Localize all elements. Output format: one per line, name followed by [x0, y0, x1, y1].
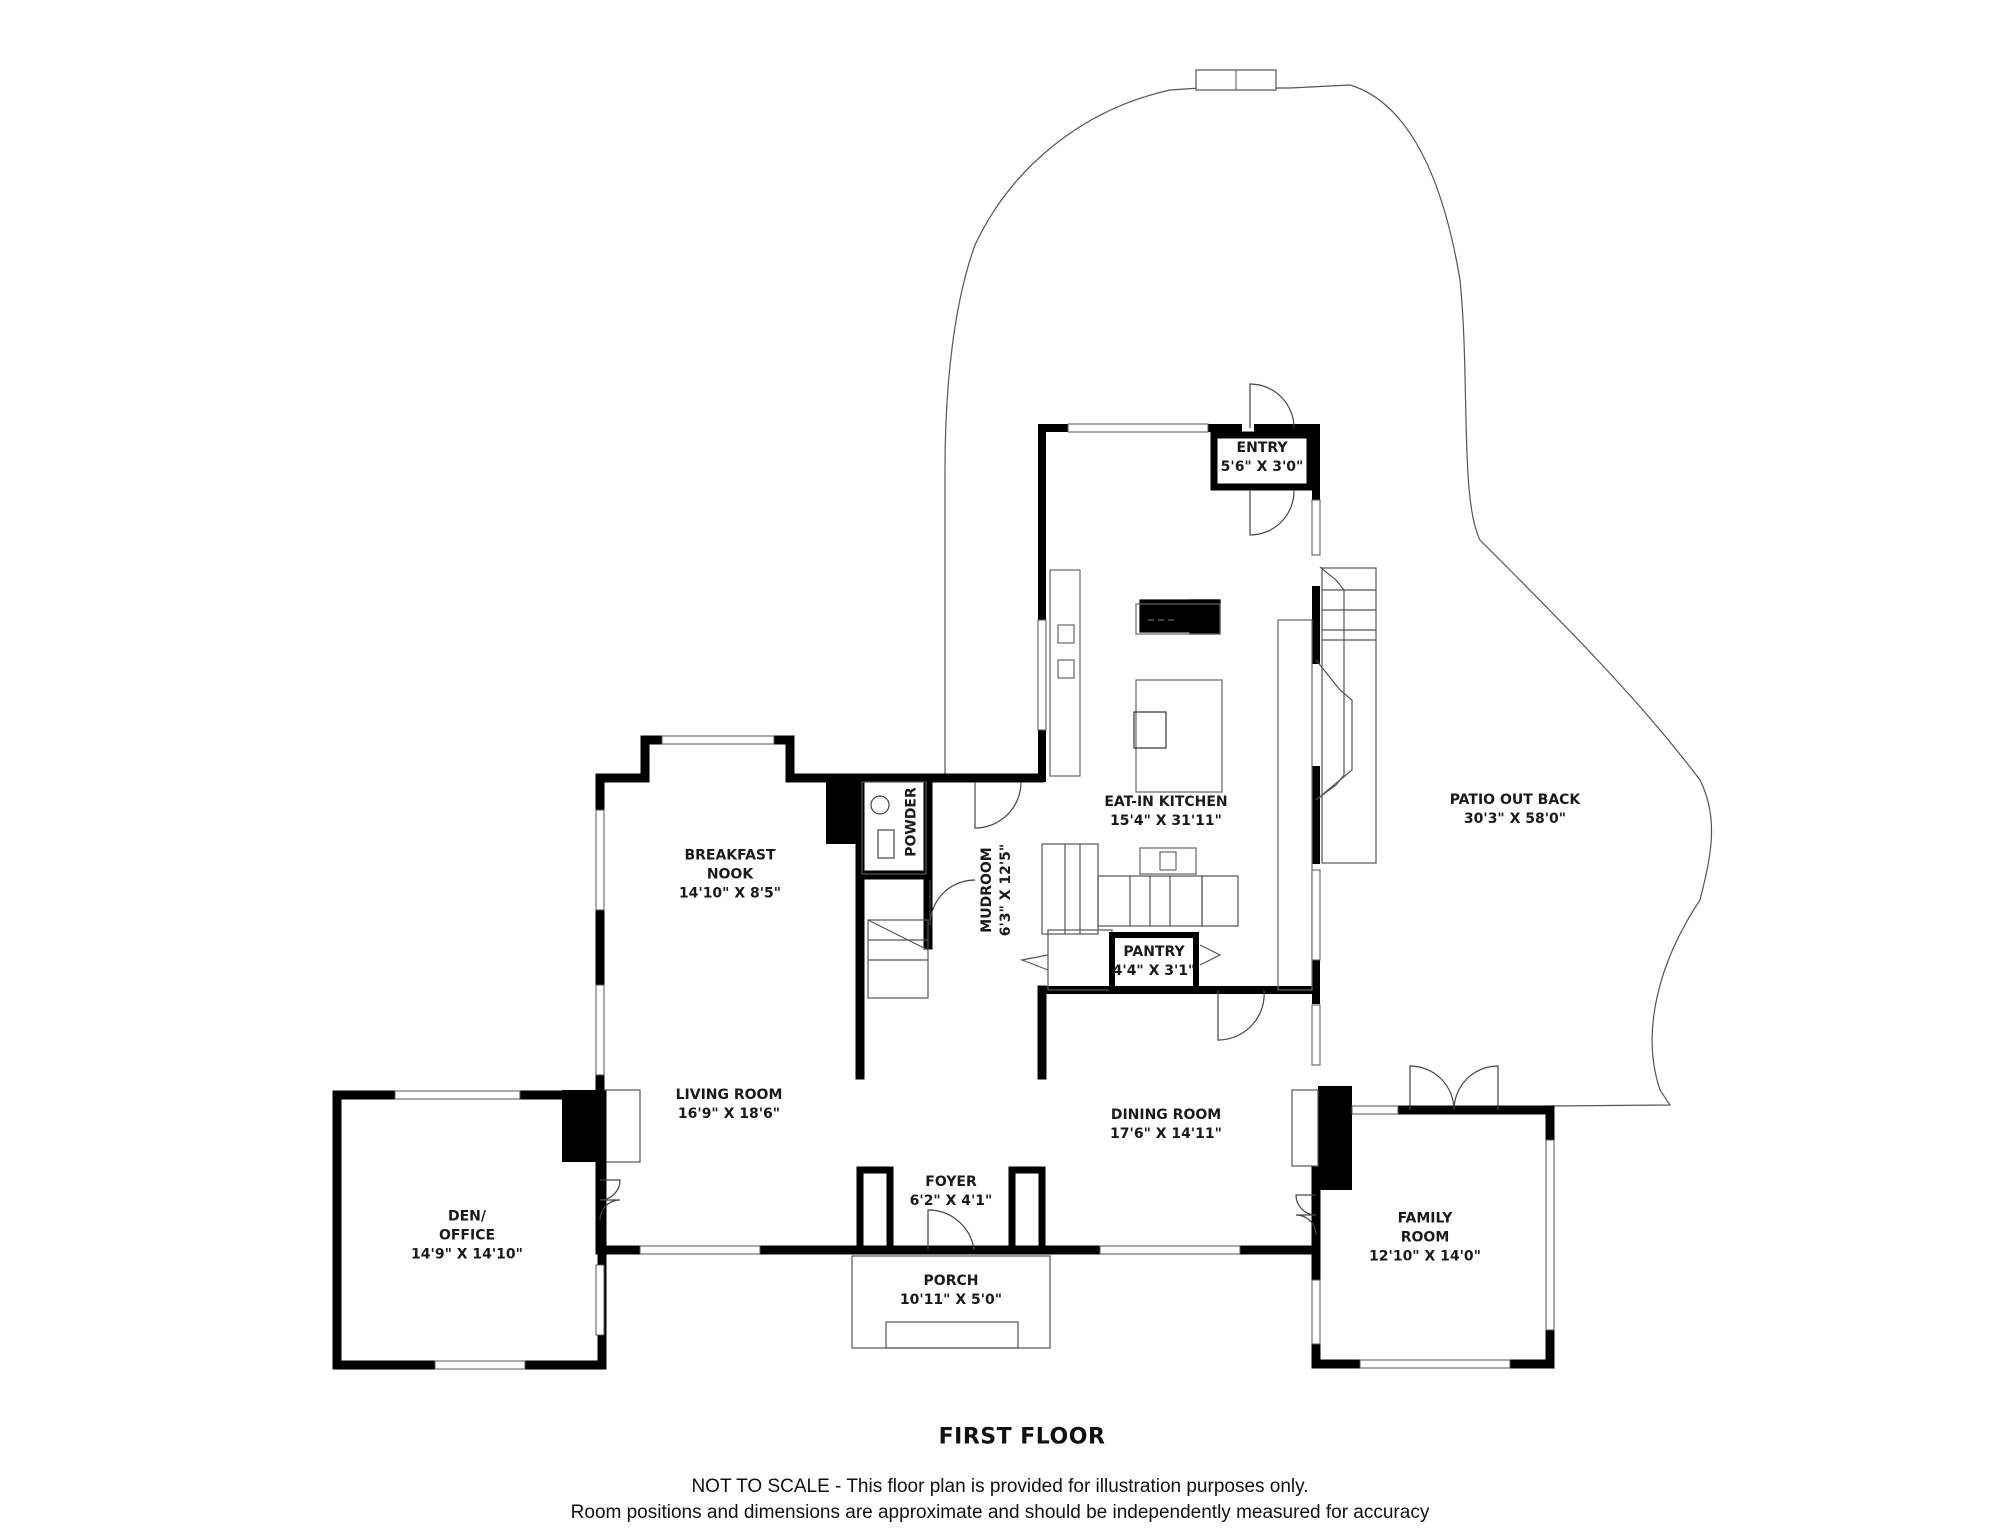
kitchen-walls: [1038, 424, 1320, 1004]
interior-stairs: [1019, 843, 1239, 991]
room-name: FAMILY: [1397, 1210, 1453, 1227]
patio-outline: [944, 84, 1713, 1107]
room-label-pantry: PANTRY 4'4" X 3'1": [1113, 943, 1196, 981]
room-dims: 10'11" X 5'0": [899, 1292, 1003, 1308]
room-label-powder: POWDER: [903, 787, 922, 857]
fireplace-east: [1318, 1086, 1352, 1190]
room-name: LIVING ROOM: [675, 1087, 783, 1103]
family-french-doors: [1409, 1065, 1499, 1111]
fireplace-west-hearth: [603, 1089, 641, 1163]
den-door: [599, 1179, 621, 1221]
porch-steps: [885, 1321, 1019, 1349]
room-name: DINING ROOM: [1110, 1107, 1222, 1123]
foyer-door-swing: [927, 1209, 975, 1251]
foyer-walls: [856, 1166, 1046, 1254]
disclaimer-line-2: Room positions and dimensions are approx…: [570, 1502, 1430, 1523]
room-name: PATIO OUT BACK: [1449, 792, 1581, 808]
room-dims: 14'9" X 14'10": [411, 1246, 523, 1263]
room-label-living-room: LIVING ROOM 16'9" X 18'6": [676, 1086, 783, 1124]
dining-door-swing: [1217, 989, 1265, 1041]
room-name-line2: ROOM: [1400, 1229, 1450, 1246]
mudroom-door-swing: [974, 781, 1022, 829]
fireplace-west: [562, 1090, 602, 1162]
disclaimer: NOT TO SCALE - This floor plan is provid…: [571, 1474, 1430, 1526]
room-dims: 30'3" X 58'0": [1463, 811, 1567, 827]
powder-room: [861, 781, 927, 875]
room-name: ENTRY: [1236, 440, 1288, 456]
entry-wall: [1210, 431, 1314, 491]
kitchen-fixtures: [1049, 569, 1313, 991]
room-name: BREAKFAST: [684, 847, 776, 864]
floor-title: FIRST FLOOR: [938, 1424, 1106, 1450]
room-label-dining-room: DINING ROOM 17'6" X 14'11": [1110, 1106, 1222, 1144]
room-name: DEN/: [447, 1208, 487, 1225]
room-label-breakfast-nook: BREAKFAST NOOK 14'10" X 8'5": [679, 847, 781, 904]
family-side-door: [1295, 1194, 1317, 1236]
room-dims: 16'9" X 18'6": [677, 1106, 781, 1122]
pantry-walls: [1109, 932, 1199, 993]
room-name-line2: NOOK: [706, 866, 754, 883]
entry-door-swing-2: [1249, 489, 1295, 536]
room-label-family-room: FAMILY ROOM 12'10" X 14'0": [1369, 1210, 1481, 1267]
mudroom-door-swing-2: [929, 879, 976, 926]
room-dims: 17'6" X 14'11": [1110, 1126, 1222, 1142]
room-name: PANTRY: [1123, 944, 1185, 960]
room-label-foyer: FOYER 6'2" X 4'1": [910, 1173, 993, 1211]
room-dims: 14'10" X 8'5": [678, 885, 782, 902]
room-name: EAT-IN KITCHEN: [1104, 794, 1228, 810]
powder-wall-block: [826, 778, 860, 844]
powder-toilet-icon: [877, 829, 895, 859]
room-label-mudroom: MUDROOM 6'3" X 12'5": [978, 844, 1016, 936]
windows: [394, 423, 1555, 1370]
entry-door-swing: [1249, 383, 1295, 429]
room-name: MUDROOM: [979, 847, 995, 933]
room-name-line2: OFFICE: [438, 1227, 496, 1244]
hall-stairs: [867, 919, 929, 999]
room-label-porch: PORCH 10'11" X 5'0": [900, 1272, 1002, 1310]
room-dims: 15'4" X 31'11": [1110, 813, 1222, 829]
room-dims: 5'6" X 3'0": [1220, 459, 1304, 475]
fireplace-east-hearth: [1291, 1089, 1319, 1167]
room-dims: 4'4" X 3'1": [1112, 963, 1196, 979]
room-name: POWDER: [903, 787, 920, 857]
disclaimer-line-1: NOT TO SCALE - This floor plan is provid…: [691, 1476, 1309, 1497]
patio-stairs: [1315, 566, 1377, 864]
room-label-den-office: DEN/ OFFICE 14'9" X 14'10": [411, 1208, 523, 1265]
room-label-eat-in-kitchen: EAT-IN KITCHEN 15'4" X 31'11": [1104, 793, 1227, 831]
room-name: PORCH: [923, 1273, 979, 1289]
room-dims: 6'2" X 4'1": [909, 1193, 993, 1209]
powder-sink-icon: [870, 795, 890, 815]
room-label-entry: ENTRY 5'6" X 3'0": [1221, 439, 1304, 477]
room-dims: 12'10" X 14'0": [1369, 1248, 1481, 1265]
room-name: FOYER: [925, 1174, 977, 1190]
room-dims: 6'3" X 12'5": [998, 843, 1014, 937]
room-label-patio: PATIO OUT BACK 30'3" X 58'0": [1450, 791, 1581, 829]
